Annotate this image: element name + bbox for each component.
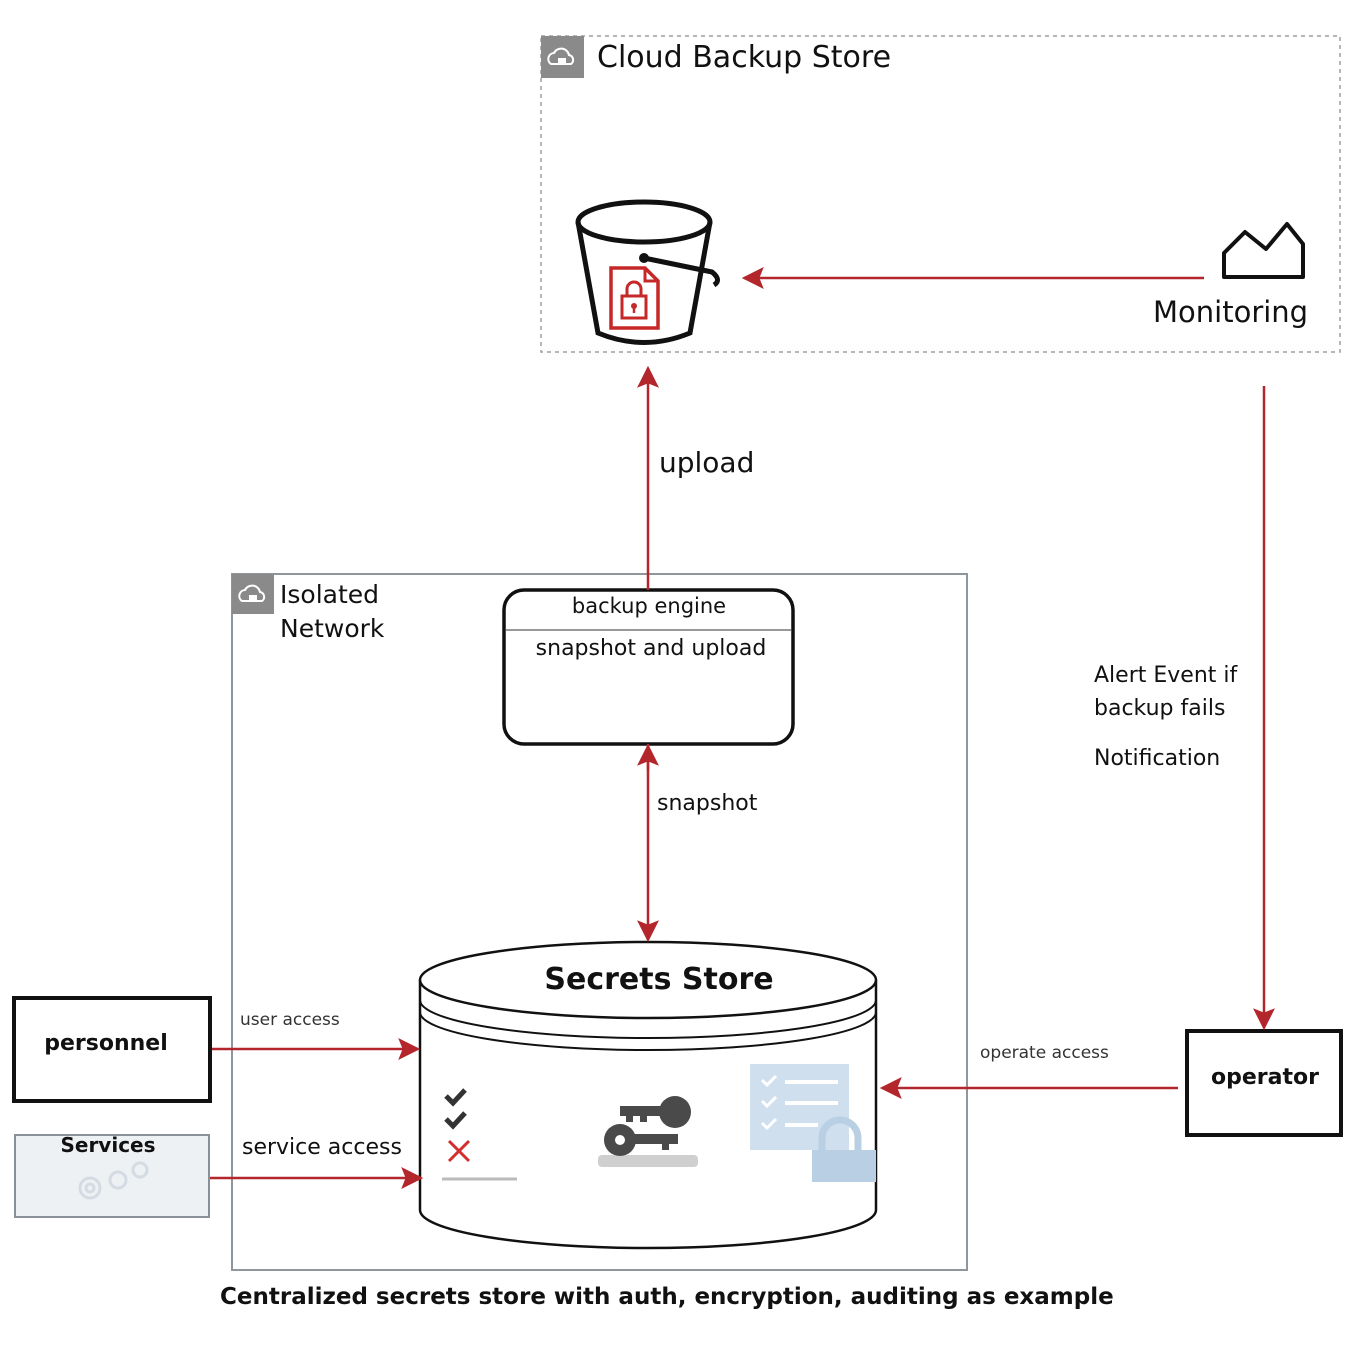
operate-access-label: operate access (980, 1043, 1109, 1063)
gears-icon (78, 1161, 149, 1200)
service-access-label: service access (242, 1135, 402, 1160)
diagram-caption: Centralized secrets store with auth, enc… (220, 1284, 1114, 1310)
user-access-label: user access (240, 1010, 340, 1030)
operator-label: operator (1211, 1065, 1319, 1090)
secrets-store-title: Secrets Store (544, 962, 774, 997)
notification-label: Notification (1094, 746, 1221, 771)
services-label: Services (60, 1133, 156, 1157)
checklist-icon (442, 1088, 517, 1181)
locked-document-icon (750, 1064, 876, 1182)
isolated-title-line1: Isolated (280, 580, 380, 609)
backup-engine-title: backup engine (571, 594, 727, 618)
bucket-encrypted-file-icon (575, 199, 720, 345)
monitoring-label: Monitoring (1153, 295, 1309, 329)
personnel-label: personnel (44, 1031, 168, 1056)
isolated-cloud-lock-icon (232, 574, 274, 614)
backup-engine-subtitle: snapshot and upload (535, 636, 767, 661)
alert-line2: backup fails (1094, 696, 1226, 721)
isolated-title-line2: Network (280, 614, 385, 643)
alert-line1: Alert Event if (1094, 663, 1238, 688)
cloud-lock-icon (541, 36, 584, 78)
upload-label: upload (659, 446, 755, 479)
alert-event-label: Alert Event if backup fails (1094, 659, 1237, 725)
personnel-box (12, 996, 212, 1103)
isolated-network-title: Isolated Network (280, 578, 384, 646)
keys-icon (598, 1096, 698, 1167)
cloud-backup-group (540, 35, 1341, 353)
snapshot-label: snapshot (657, 791, 758, 816)
cloud-backup-title: Cloud Backup Store (597, 40, 892, 75)
line-chart-icon (1222, 222, 1305, 279)
operator-box (1185, 1029, 1343, 1137)
isolated-network-group (231, 573, 968, 1271)
